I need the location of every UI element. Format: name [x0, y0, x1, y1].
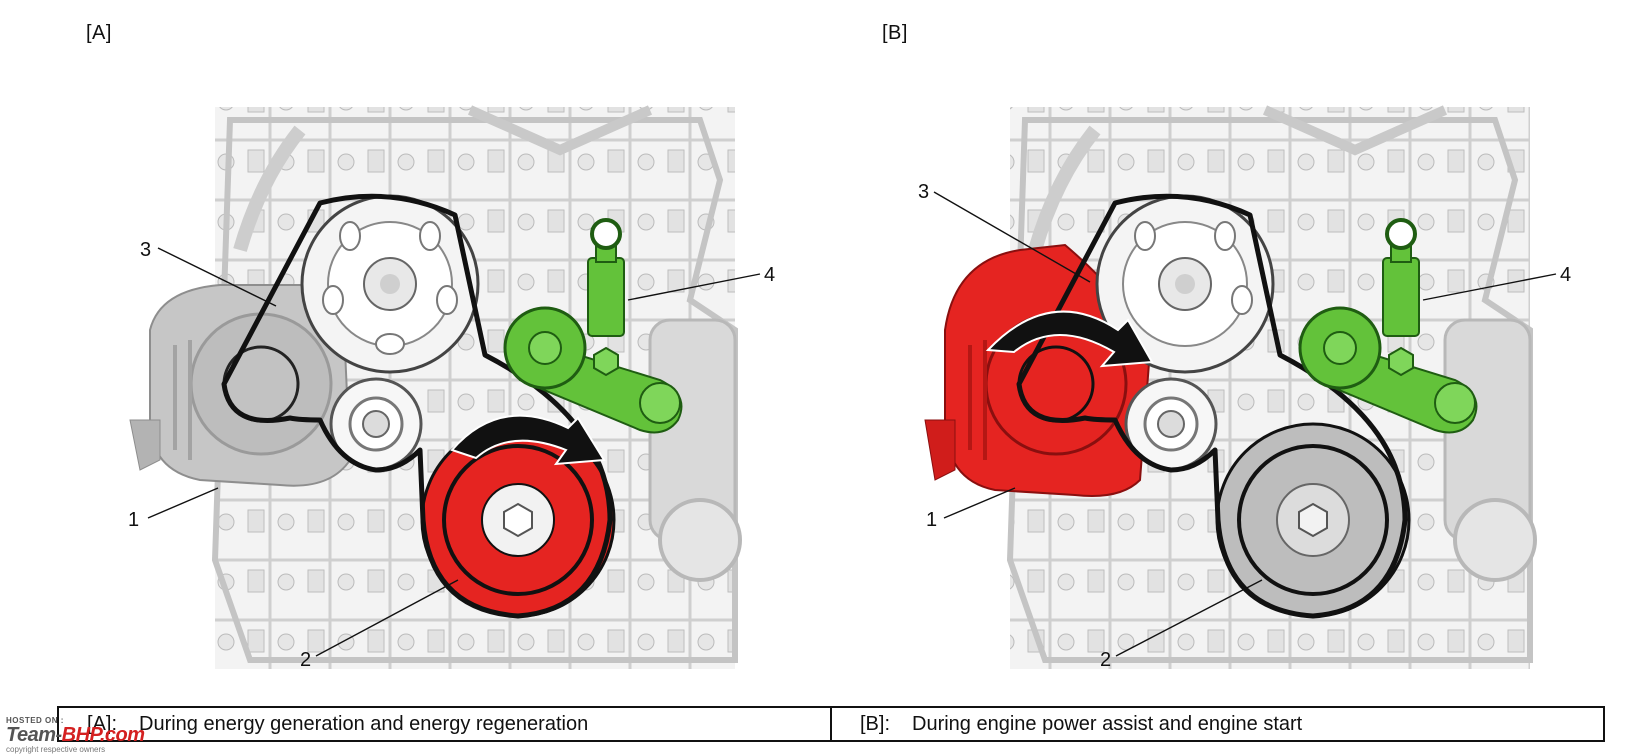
- callout-a-4: 4: [764, 264, 775, 286]
- watermark-brand-a: Team-: [6, 724, 62, 746]
- leader-lines-a: [147, 247, 761, 657]
- belt-tensioner-b: [1298, 218, 1478, 434]
- upper-pulley-a: [300, 194, 480, 374]
- callout-a-2: 2: [300, 649, 311, 671]
- caption-a-text: During energy generation and energy rege…: [139, 712, 589, 735]
- drive-belt-a: [221, 193, 613, 619]
- callout-a-1: 1: [128, 509, 139, 531]
- rotation-arrow-b: [985, 310, 1154, 368]
- callout-a-3: 3: [140, 239, 151, 261]
- watermark-brand-b: BHP.com: [61, 724, 145, 746]
- panel-b-tag: [B]: [882, 22, 908, 44]
- caption-b-key: [B]:: [860, 712, 891, 735]
- caption-b: [B]: During engine power assist and engi…: [830, 708, 1603, 740]
- caption-table: [A]: During energy generation and energy…: [57, 706, 1605, 742]
- idler-pulley-a: [329, 377, 423, 471]
- callout-b-4: 4: [1560, 264, 1571, 286]
- belt-drive-diagrams: 3 1 2 4: [128, 105, 1571, 671]
- caption-a: [A]: During energy generation and energy…: [59, 708, 830, 740]
- upper-pulley-b: [1095, 194, 1275, 374]
- callout-b-1: 1: [926, 509, 937, 531]
- belt-tensioner-a: [503, 218, 683, 434]
- panel-b-drawing: 3 1 2 4: [918, 105, 1571, 671]
- watermark-footer: copyright respective owners: [6, 745, 106, 754]
- caption-b-text: During engine power assist and engine st…: [912, 712, 1303, 735]
- watermark: HOSTED ON : Team-BHP.com copyright respe…: [4, 716, 204, 754]
- callout-b-2: 2: [1100, 649, 1111, 671]
- leader-lines-b: [933, 191, 1557, 657]
- rotation-arrow-a: [450, 414, 606, 466]
- panel-a-tag: [A]: [86, 22, 112, 44]
- drive-belt-b: [1016, 193, 1408, 619]
- callout-b-3: 3: [918, 181, 929, 203]
- panel-a-drawing: 3 1 2 4: [128, 105, 775, 671]
- watermark-hosted-on: HOSTED ON :: [6, 716, 64, 725]
- caption-a-key: [A]:: [87, 712, 118, 735]
- watermark-brand: Team-BHP.com: [6, 724, 145, 747]
- crank-pulley-a-driving: [420, 422, 616, 618]
